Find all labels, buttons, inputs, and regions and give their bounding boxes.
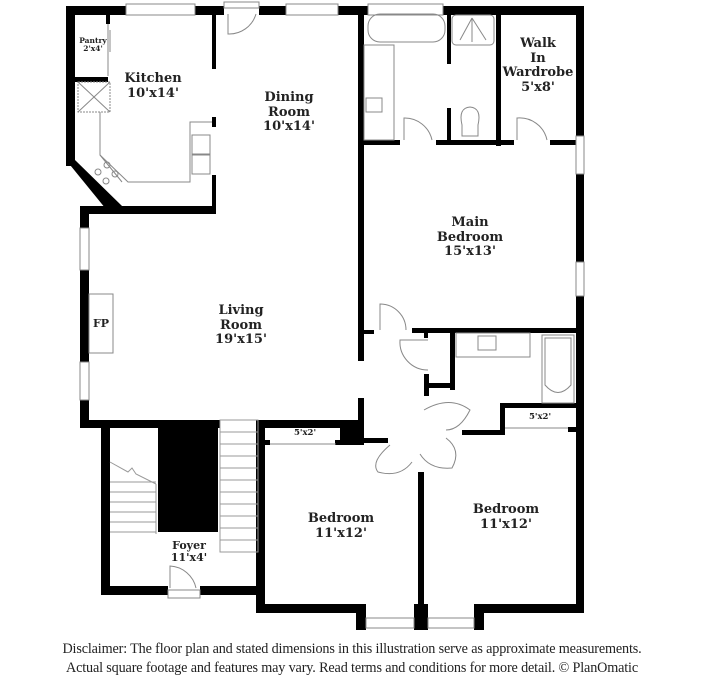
- room-dimensions: 11'x12': [480, 516, 532, 532]
- room-label-main-bedroom: Main Bedroom 15'x13': [436, 215, 504, 260]
- exterior-walls: [66, 6, 584, 630]
- stove-icon: [94, 161, 119, 185]
- room-name-line1: Living: [218, 303, 264, 318]
- fixtures: [77, 13, 575, 553]
- room-label-bedroom-left: Bedroom 11'x12': [307, 511, 375, 541]
- closet-dimensions: 5'x2': [293, 428, 317, 438]
- room-label-kitchen: Kitchen 10'x14': [124, 71, 182, 101]
- stairs-left: [109, 461, 157, 534]
- doors: [167, 1, 548, 599]
- room-label-pantry: Pantry 2'x4': [79, 36, 107, 54]
- fireplace-text: FP: [92, 317, 110, 330]
- room-name-line2: Room: [268, 104, 310, 120]
- room-dimensions: 11'x4': [170, 551, 208, 565]
- room-dimensions: 2'x4': [83, 44, 103, 54]
- room-name: Pantry: [79, 36, 107, 45]
- room-name-line2: Bedroom: [436, 229, 504, 245]
- room-label-walk-in-wardrobe: Walk In Wardrobe 5'x8': [502, 36, 574, 95]
- stairs-right: [219, 419, 259, 553]
- room-label-living-room: Living Room 19'x15': [215, 303, 267, 348]
- room-name-line2: In: [530, 50, 546, 66]
- room-label-bedroom-right: Bedroom 11'x12': [472, 502, 540, 532]
- disclaimer: Disclaimer: The floor plan and stated di…: [0, 640, 704, 678]
- room-dimensions: 11'x12': [315, 525, 367, 541]
- floor-plan-drawing: [66, 1, 585, 630]
- interior-walls: [66, 6, 580, 630]
- room-name-line3: Wardrobe: [502, 65, 574, 81]
- room-dimensions: 10'x14': [127, 85, 179, 101]
- closet-label-left: 5'x2': [293, 428, 317, 439]
- closet-label-right: 5'x2': [528, 412, 552, 423]
- room-label-foyer: Foyer 11'x4': [170, 539, 208, 565]
- disclaimer-line-1: Disclaimer: The floor plan and stated di…: [62, 641, 642, 657]
- room-dimensions: 10'x14': [263, 119, 315, 135]
- room-name-line1: Dining: [264, 90, 314, 105]
- closet-dimensions: 5'x2': [528, 412, 552, 422]
- room-dimensions: 5'x8': [521, 79, 555, 95]
- room-name: Bedroom: [307, 511, 375, 526]
- room-name: Foyer: [172, 539, 206, 552]
- room-dimensions: 15'x13': [444, 244, 496, 260]
- room-name: Bedroom: [472, 502, 540, 517]
- disclaimer-line-2: Actual square footage and features may v…: [65, 660, 638, 676]
- room-name: Kitchen: [124, 71, 182, 86]
- room-name-line1: Main: [451, 215, 489, 230]
- windows: [79, 3, 585, 629]
- room-dimensions: 19'x15': [215, 332, 267, 348]
- room-label-dining-room: Dining Room 10'x14': [263, 90, 315, 135]
- room-name-line1: Walk: [520, 36, 556, 51]
- fireplace-label: FP: [92, 317, 110, 330]
- room-name-line2: Room: [220, 317, 262, 333]
